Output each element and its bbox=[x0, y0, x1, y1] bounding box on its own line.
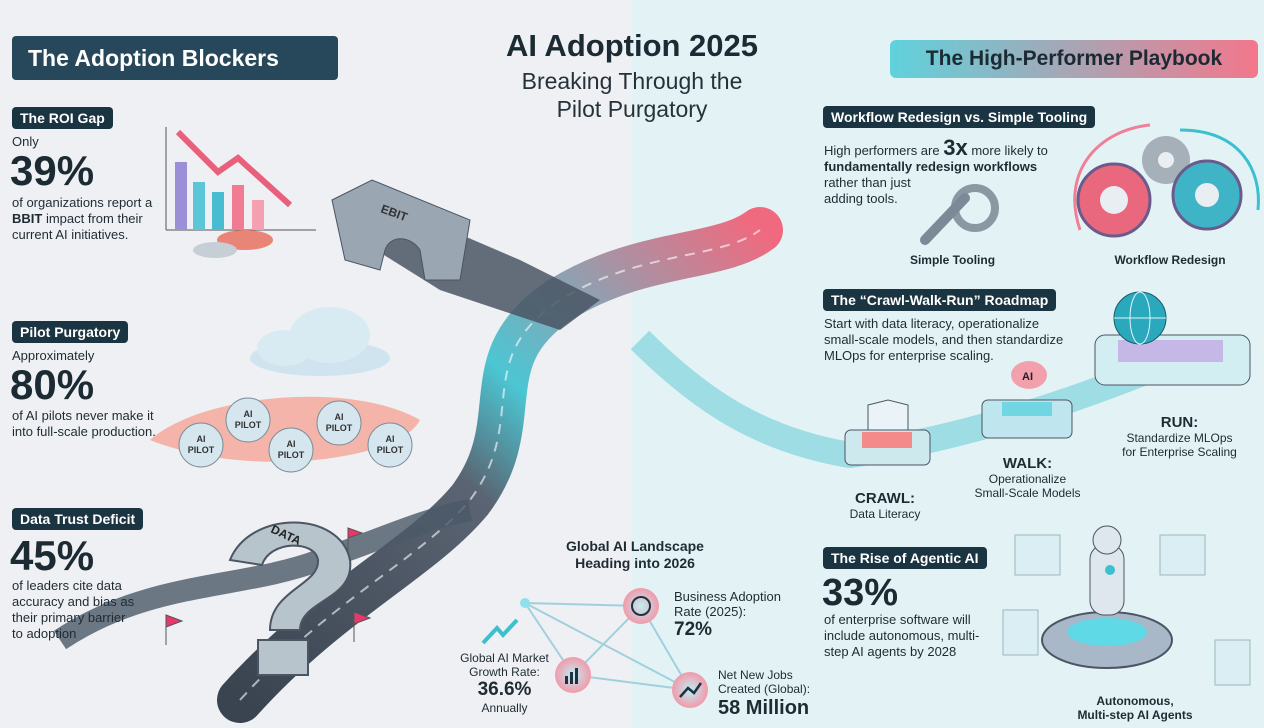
workflow-badge: Workflow Redesign vs. Simple Tooling bbox=[823, 106, 1096, 128]
svg-text:AI: AI bbox=[386, 434, 395, 444]
ebit-bridge-icon: EBIT bbox=[331, 179, 471, 281]
svg-text:PILOT: PILOT bbox=[326, 423, 353, 433]
svg-text:AI: AI bbox=[335, 412, 344, 422]
walk-platform-icon: AI bbox=[981, 361, 1073, 439]
svg-text:AI: AI bbox=[197, 434, 206, 444]
people-growth-icon bbox=[672, 672, 708, 708]
pilot-pre: Approximately bbox=[12, 348, 95, 363]
data-value: 45% bbox=[10, 532, 95, 579]
adoption-blockers-header: The Adoption Blockers bbox=[12, 36, 338, 80]
simple-tooling-label: Simple Tooling bbox=[909, 253, 996, 267]
workflow-gears-icon bbox=[1073, 123, 1260, 238]
right-header-bg bbox=[890, 40, 1258, 78]
svg-text:PILOT: PILOT bbox=[377, 445, 404, 455]
svg-text:PILOT: PILOT bbox=[278, 450, 305, 460]
svg-text:PILOT: PILOT bbox=[188, 445, 215, 455]
crawl-platform-icon bbox=[844, 399, 931, 466]
page-subtitle-1: Breaking Through the bbox=[521, 68, 743, 94]
roadmap-badge: The “Crawl-Walk-Run” Roadmap bbox=[823, 289, 1057, 311]
declining-chart-icon bbox=[165, 127, 316, 258]
svg-text:AI: AI bbox=[244, 409, 253, 419]
cloud-icon bbox=[250, 307, 390, 376]
agents-label: Autonomous,Multi-step AI Agents bbox=[1077, 694, 1193, 722]
bar-chart-growth-icon bbox=[555, 657, 591, 693]
crawl-label: CRAWL:Data Literacy bbox=[849, 490, 921, 521]
roi-value: 39% bbox=[10, 147, 95, 194]
roadmap-text: Start with data literacy, operationalize… bbox=[824, 316, 1064, 363]
roi-text: of organizations report a BBIT impact fr… bbox=[12, 195, 153, 242]
svg-text:AI: AI bbox=[287, 439, 296, 449]
workflow-redesign-label: Workflow Redesign bbox=[1114, 253, 1226, 267]
page-subtitle-2: Pilot Purgatory bbox=[556, 96, 708, 122]
svg-text:PILOT: PILOT bbox=[235, 420, 262, 430]
red-flags-icon bbox=[165, 527, 372, 645]
roi-gap-badge: The ROI Gap bbox=[12, 107, 113, 129]
ai-brain-label: AI bbox=[1022, 371, 1033, 383]
page-title: AI Adoption 2025 bbox=[505, 28, 759, 63]
agentic-badge: The Rise of Agentic AI bbox=[823, 547, 987, 569]
workflow-text: High performers are 3x more likely to fu… bbox=[824, 135, 1048, 207]
data-trust-badge: Data Trust Deficit bbox=[12, 508, 144, 530]
ai-agent-robot-icon bbox=[1002, 525, 1251, 686]
simple-tooling-icon bbox=[920, 184, 999, 245]
data-question-mark-icon: DATA bbox=[228, 521, 352, 676]
pilot-purgatory-badge: Pilot Purgatory bbox=[12, 321, 129, 343]
trend-arrow-icon bbox=[481, 618, 519, 645]
run-platform-icon bbox=[1094, 291, 1251, 386]
globe-check-icon bbox=[623, 588, 659, 624]
roi-pre: Only bbox=[12, 134, 39, 149]
pilot-value: 80% bbox=[10, 361, 95, 408]
high-performer-header: The High-Performer Playbook bbox=[925, 47, 1223, 70]
agentic-value: 33% bbox=[822, 572, 899, 614]
